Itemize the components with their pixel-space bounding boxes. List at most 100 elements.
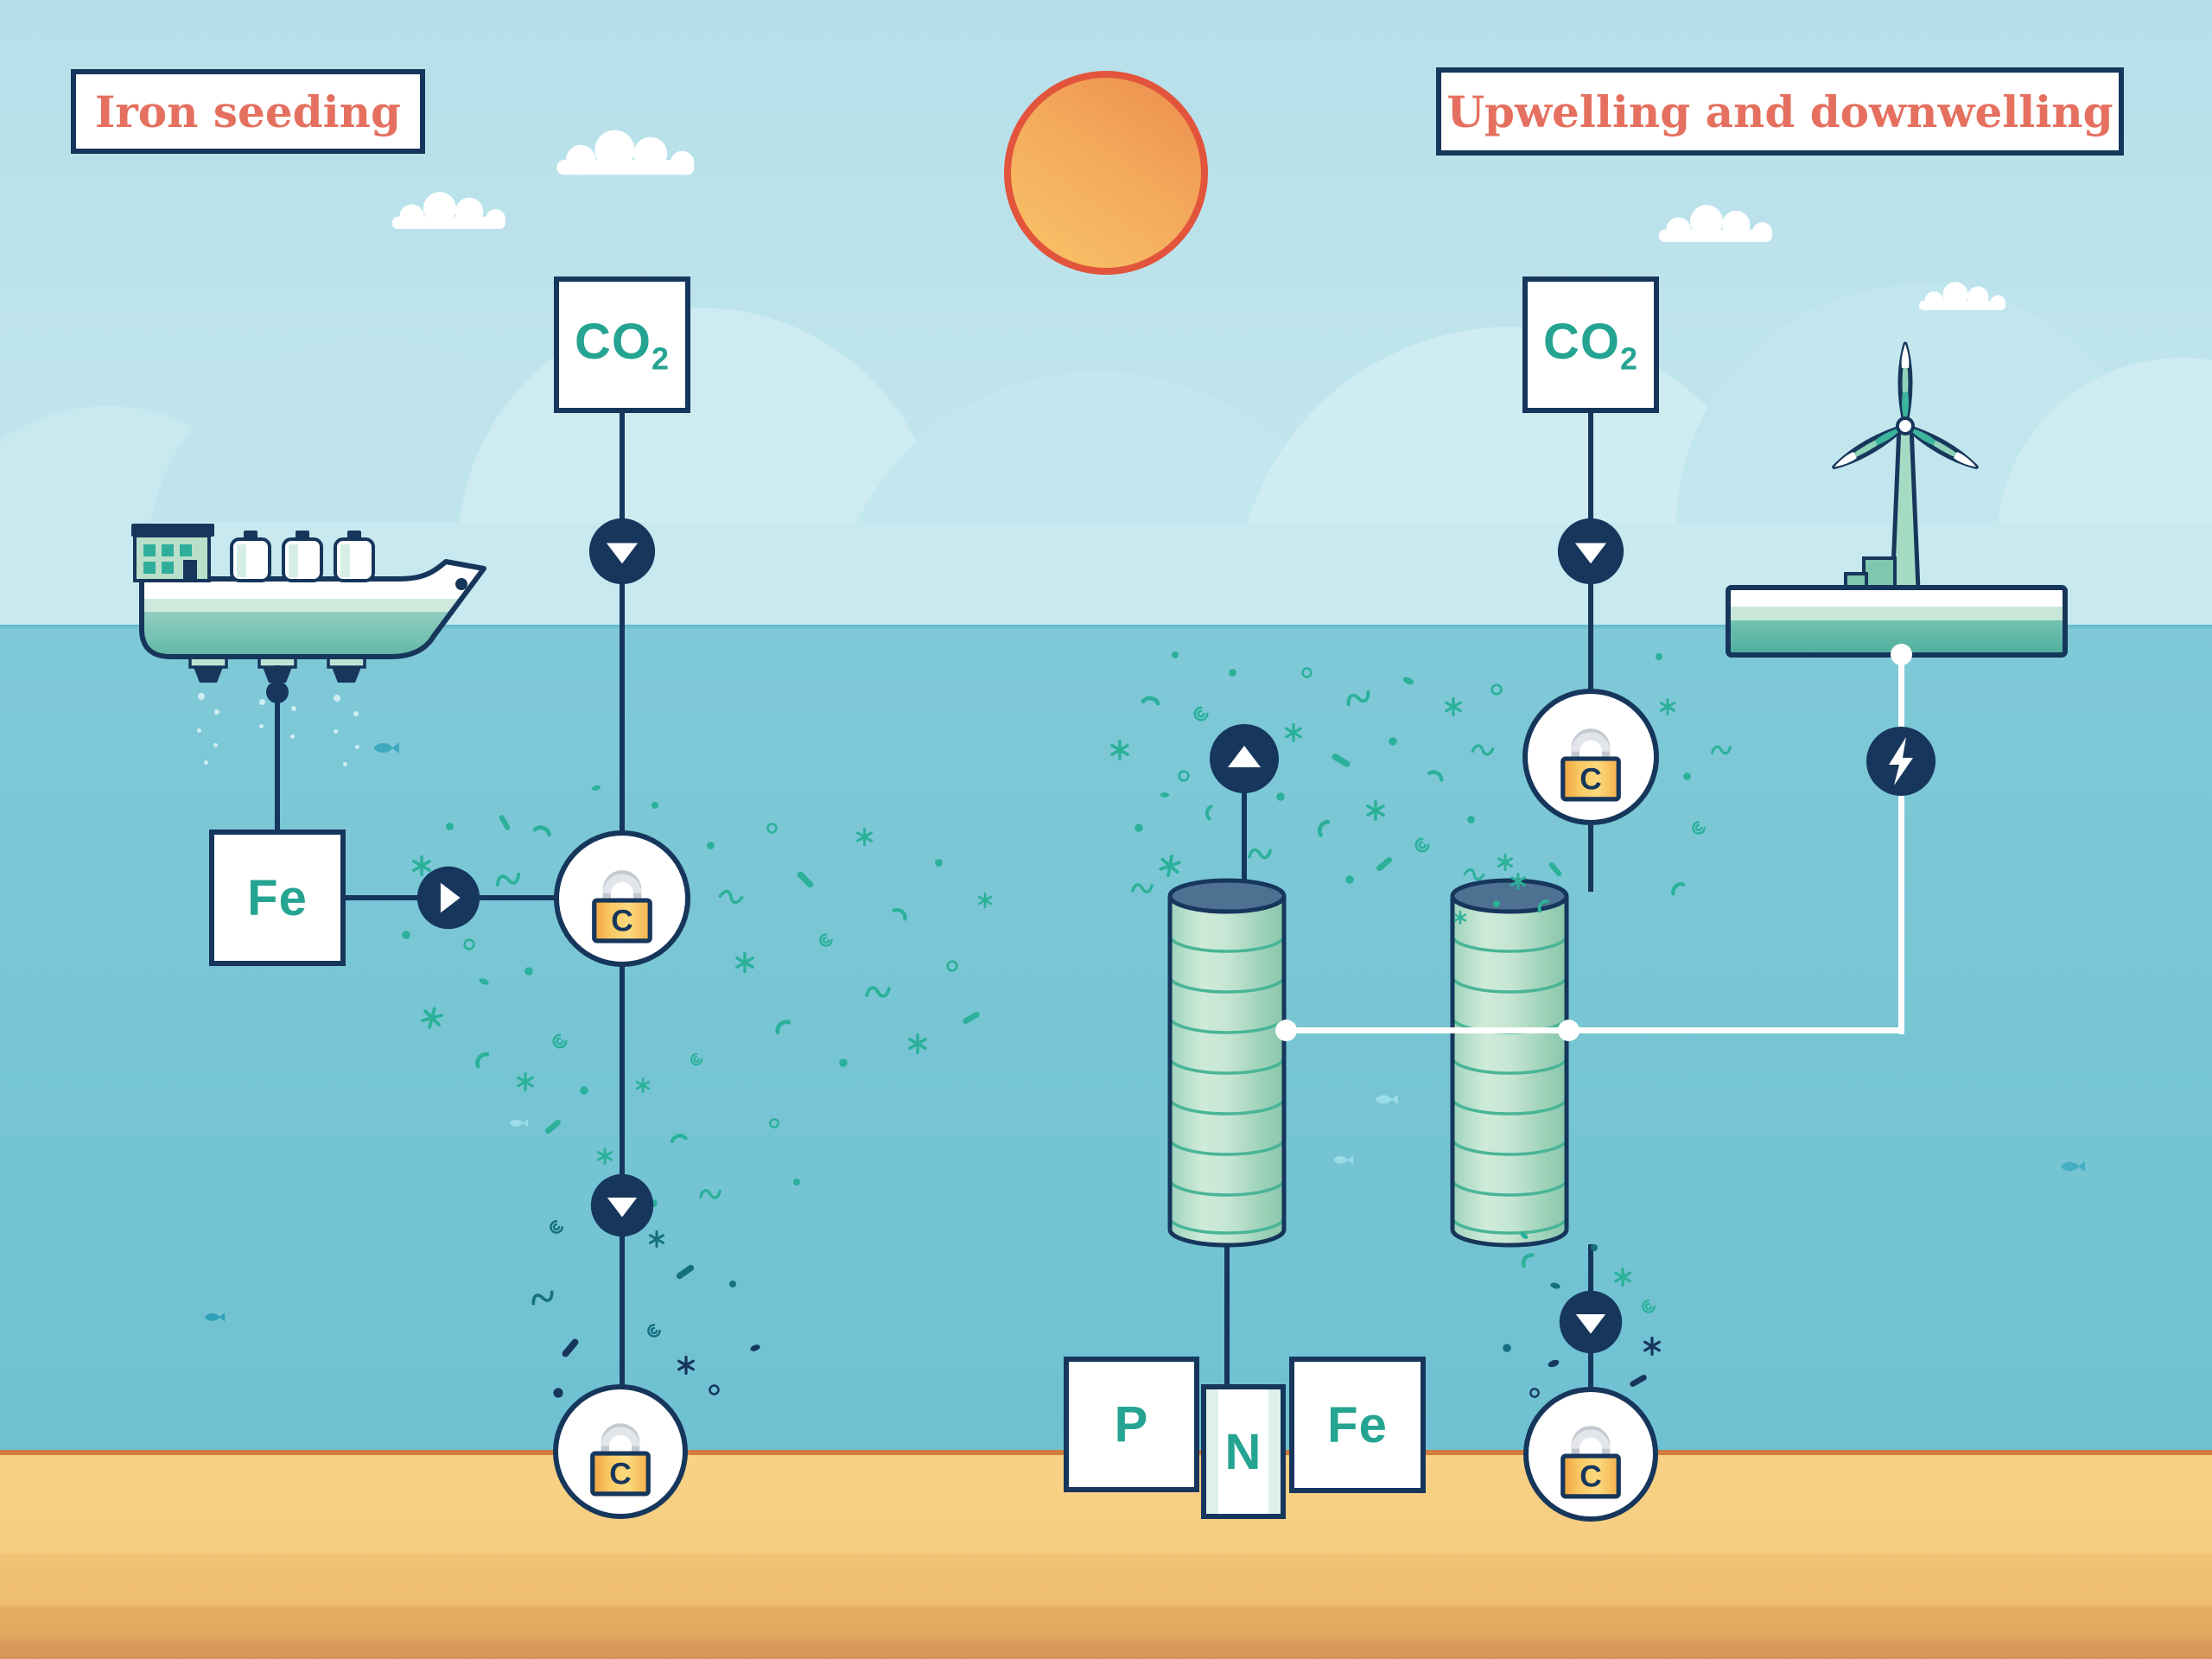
iron-box: Fe [209,830,346,966]
plankton-particle-rod [676,1264,695,1280]
plankton-particle-star [1453,911,1467,925]
plankton-particle-dot [1493,900,1500,907]
plankton-particle-star [1660,698,1675,715]
title-upwelling-downwelling: Upwelling and downwelling [1436,67,2124,156]
plankton-particle-spiral [647,1324,661,1338]
downwelling-pipe [1450,878,1569,1248]
locked-carbon-badge: C [1523,1387,1658,1522]
sun-icon [1004,71,1208,275]
plankton-particle-dot [1228,668,1236,677]
plankton-particle-arc [775,1020,791,1035]
plankton-particle-ring [946,960,958,972]
carbon-label: C [611,904,633,938]
cable-node-dot [1891,644,1912,665]
down-arrow-icon [1559,1290,1623,1354]
spray-bubble [258,723,264,728]
plankton-particle-ring [769,1118,779,1128]
up-arrow-icon [1210,724,1279,793]
turbine-blades [1832,341,1979,469]
plankton-particle-star [1159,854,1181,878]
platform-steps [1862,556,1897,591]
plankton-particle-dot [1466,815,1475,823]
plankton-particle-spiral [552,1033,568,1049]
plankton-particle-squig [1471,744,1495,756]
right-arrow-icon [416,866,480,930]
fish-icon [2061,1161,2085,1172]
plankton-particle-spiral [1414,837,1430,853]
iron-tanks [230,531,375,582]
plankton-particle-arc [1671,882,1686,896]
plankton-particle-dot [934,858,943,867]
plankton-particle-squig [718,889,744,905]
plankton-particle-arc [475,1052,490,1069]
plankton-particle-rod [545,1119,561,1135]
plankton-particle-spiral [690,1052,703,1066]
plankton-particle-arc [892,907,907,921]
ocean-water [0,625,2212,1450]
co2-to-carbon-line-left [620,413,625,833]
plankton-particle-squig [699,1189,721,1199]
plankton-particle-dot [706,841,715,849]
plankton-particle-blob [591,785,601,791]
plankton-particle-spiral [1692,821,1706,835]
padlock-icon: C [1560,1426,1621,1499]
co2-box-right: CO2 [1522,276,1659,413]
power-cable-vertical [1898,654,1904,1034]
plankton-particle-star [421,1007,443,1029]
plankton-particle-star [977,893,993,908]
plankton-particle-ring [708,1383,720,1395]
plankton-particle-dot [402,931,410,939]
plankton-particle-ring [1300,666,1313,678]
spray-bubble [289,734,295,739]
plankton-particle-spiral [819,933,833,947]
fish-icon [1375,1094,1399,1104]
padlock-icon: C [592,870,652,944]
spray-bubble [196,728,201,733]
down-arrow-icon [1557,518,1624,585]
plankton-particle-blob [479,978,489,985]
plankton-particle-squig [1131,883,1154,893]
plankton-particle-star [1643,1337,1661,1356]
plankton-particle-dot [839,1058,848,1067]
plankton-particle-star [1285,723,1302,742]
plankton-particle-dot [553,1388,563,1398]
plankton-particle-ring [463,938,475,950]
plankton-particle-dot [524,967,533,976]
fish-icon [373,742,399,754]
ship-to-fe-line [275,665,280,835]
title-text: Upwelling and downwelling [1446,86,2113,137]
fish-icon [204,1312,226,1321]
floating-wind-turbine [1726,341,2068,658]
co2-box-left: CO2 [554,276,690,413]
plankton-particle-squig [531,1290,554,1306]
porthole [455,578,467,590]
plankton-particle-blob [1520,1232,1529,1239]
spray-bubble [333,728,338,734]
spray-bubble [203,760,208,765]
plankton-particle-rod [499,815,511,830]
lightning-bolt-icon [1866,727,1936,796]
plankton-particle-arc [1427,770,1444,782]
cloud-icon [1918,282,2005,310]
plankton-particle-dot [1503,1344,1511,1352]
plankton-particle-rod [797,871,814,888]
plankton-particle-dot [1591,1244,1598,1251]
plankton-particle-star [908,1033,927,1054]
plankton-particle-dot [580,1086,588,1095]
plankton-particle-blob [1550,1282,1560,1289]
padlock-icon: C [590,1423,651,1497]
uparrow-to-pipe-line [1242,788,1247,892]
plankton-particle-blob [750,1344,760,1351]
plankton-particle-rod [562,1338,579,1357]
plankton-particle-rod [1376,856,1392,872]
plankton-particle-blob [1548,1359,1560,1368]
cloud-icon [1658,205,1772,242]
carbon-to-pipe-line [1588,823,1593,892]
ship-cabin [131,524,214,582]
plankton-particle-rod [1548,861,1562,877]
plankton-particle-squig [495,872,521,887]
cabin-door [183,560,197,581]
plankton-particle-star [1366,800,1385,821]
plankton-particle-star [677,1356,695,1375]
